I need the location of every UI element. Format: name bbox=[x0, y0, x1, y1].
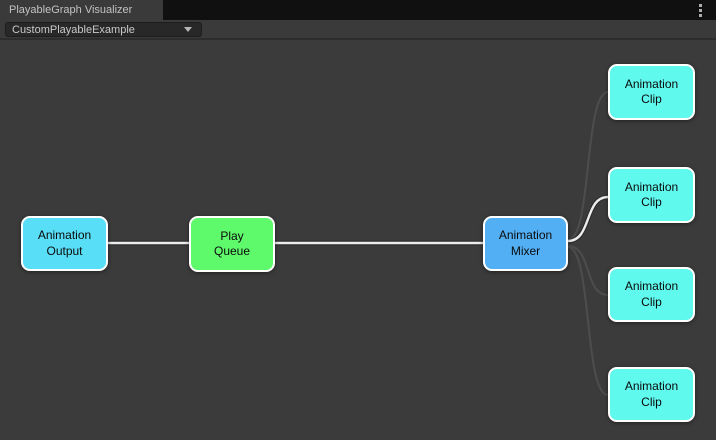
node-animation-clip-2[interactable]: Animation Clip bbox=[608, 167, 695, 223]
node-label: Animation Clip bbox=[624, 379, 679, 409]
graph-selector-value: CustomPlayableExample bbox=[12, 23, 135, 36]
edge-animation-mixer-to-animation-clip-4 bbox=[567, 246, 609, 396]
tab-playablegraph-visualizer[interactable]: PlayableGraph Visualizer bbox=[0, 0, 163, 20]
node-label: Animation Clip bbox=[624, 76, 679, 106]
node-label: Animation Output bbox=[37, 228, 92, 258]
graph-selector-dropdown[interactable]: CustomPlayableExample bbox=[5, 22, 202, 37]
tab-label: PlayableGraph Visualizer bbox=[9, 4, 133, 16]
node-animation-output[interactable]: Animation Output bbox=[21, 216, 108, 271]
edge-animation-mixer-to-animation-clip-3 bbox=[567, 245, 609, 296]
node-label: Play Queue bbox=[213, 228, 251, 258]
titlebar: PlayableGraph Visualizer bbox=[0, 0, 716, 20]
toolbar: CustomPlayableExample bbox=[0, 20, 716, 40]
chevron-down-icon bbox=[184, 27, 192, 32]
node-label: Animation Clip bbox=[624, 179, 679, 209]
node-animation-mixer[interactable]: Animation Mixer bbox=[483, 216, 568, 271]
node-label: Animation Mixer bbox=[498, 228, 553, 258]
node-animation-clip-4[interactable]: Animation Clip bbox=[608, 367, 695, 422]
node-animation-clip-3[interactable]: Animation Clip bbox=[608, 267, 695, 322]
node-play-queue[interactable]: Play Queue bbox=[189, 216, 275, 272]
node-animation-clip-1[interactable]: Animation Clip bbox=[608, 64, 695, 120]
edge-animation-mixer-to-animation-clip-2 bbox=[567, 195, 609, 243]
node-label: Animation Clip bbox=[624, 279, 679, 309]
edge-animation-mixer-to-animation-clip-1 bbox=[567, 91, 609, 241]
kebab-menu-icon[interactable] bbox=[699, 4, 703, 17]
